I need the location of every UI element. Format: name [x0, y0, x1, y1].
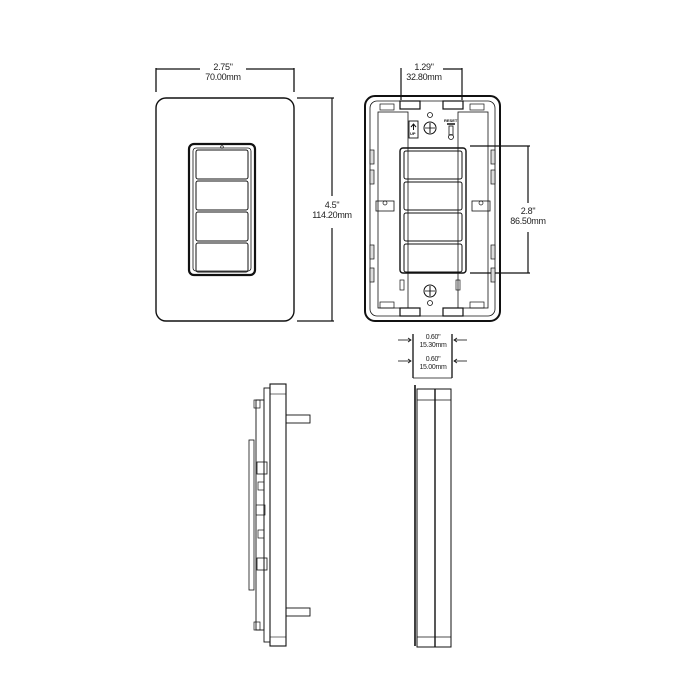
screw-spacing-dimension: 1.29" 32.80mm	[402, 62, 446, 82]
screw-spacing-inch: 1.29"	[414, 62, 434, 72]
front-height-mm: 114.20mm	[312, 210, 352, 220]
keypad-height-mm: 86.50mm	[510, 216, 546, 226]
depth-inner-mm: 15.00mm	[419, 364, 447, 371]
side-view-left	[248, 383, 311, 647]
front-width-mm: 70.00mm	[205, 72, 241, 82]
depth-outer-dimension: 0.60" 15.30mm	[414, 334, 452, 350]
reset-label: RESET	[444, 118, 458, 123]
depth-dimensions	[398, 334, 467, 379]
front-view	[155, 68, 334, 322]
front-height-inch: 4.5"	[324, 200, 340, 210]
front-width-dimension: 2.75" 70.00mm	[200, 62, 246, 82]
rear-view	[364, 68, 530, 322]
screw-spacing-mm: 32.80mm	[406, 72, 442, 82]
keypad-height-dimension: 2.8" 86.50mm	[504, 206, 552, 226]
depth-inner-inch: 0.60"	[425, 356, 441, 363]
depth-outer-mm: 15.30mm	[419, 342, 447, 349]
front-width-inch: 2.75"	[213, 62, 233, 72]
up-label: UP	[410, 131, 416, 136]
depth-inner-dimension: 0.60" 15.00mm	[414, 356, 452, 372]
front-height-dimension: 4.5" 114.20mm	[308, 200, 356, 220]
keypad-height-inch: 2.8"	[520, 206, 536, 216]
depth-outer-inch: 0.60"	[425, 334, 441, 341]
side-view-right	[414, 385, 452, 648]
